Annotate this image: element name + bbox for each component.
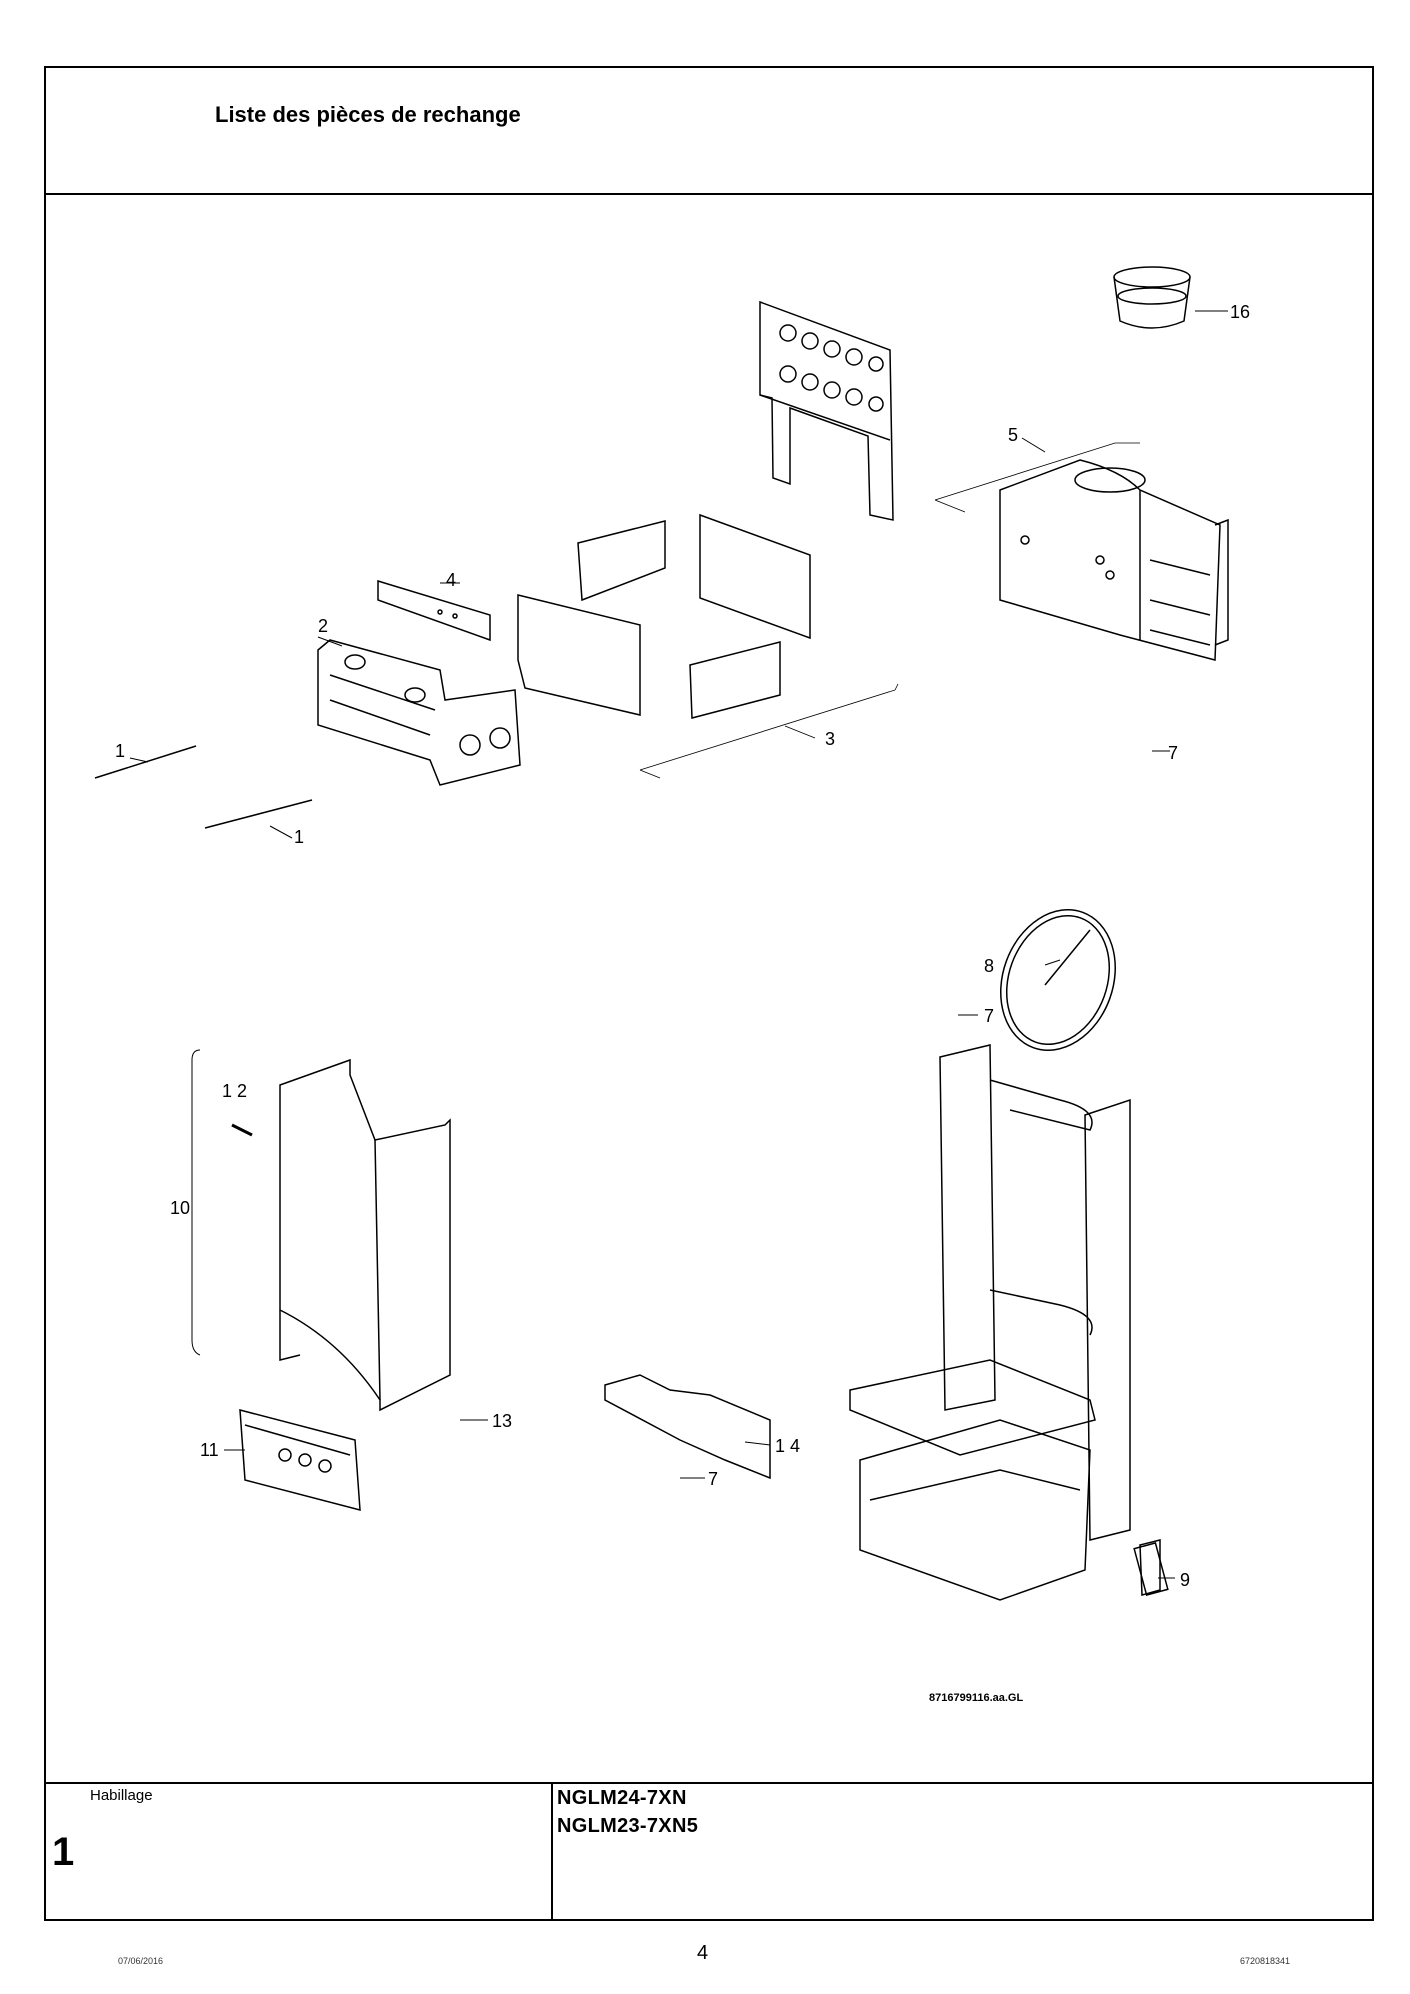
header-divider bbox=[44, 193, 1374, 195]
print-date: 07/06/2016 bbox=[118, 1956, 164, 1966]
part-back-bracket bbox=[759, 300, 894, 521]
drawing-reference: 8716799116.aa.GL bbox=[929, 1692, 1024, 1704]
part-8-expansion-vessel bbox=[1000, 909, 1116, 1051]
callout-8: 8 bbox=[984, 956, 994, 976]
part-chassis-frame bbox=[849, 1044, 1161, 1601]
callout-10: 10 bbox=[170, 1198, 190, 1218]
model-name: NGLM23-7XN5 bbox=[557, 1815, 699, 1837]
part-16-collar bbox=[1113, 266, 1191, 329]
callout-11: 11 bbox=[200, 1440, 219, 1460]
part-2-burner-bracket bbox=[317, 639, 521, 786]
callout-4: 4 bbox=[446, 570, 456, 590]
callout-5: 5 bbox=[1008, 425, 1018, 445]
model-name: NGLM24-7XN bbox=[557, 1787, 687, 1809]
section-number: 1 bbox=[52, 1830, 75, 1874]
part-10-casing bbox=[191, 1049, 451, 1412]
part-5-fan-housing bbox=[999, 459, 1229, 661]
callout-7a: 7 bbox=[1168, 743, 1178, 763]
callout-2: 2 bbox=[318, 616, 328, 636]
callout-13: 13 bbox=[492, 1411, 512, 1431]
section-label: Habillage bbox=[90, 1787, 153, 1804]
page-number: 4 bbox=[697, 1942, 709, 1964]
callout-1a: 1 bbox=[115, 741, 125, 761]
part-14-plate bbox=[604, 1374, 771, 1480]
callout-16: 16 bbox=[1230, 302, 1250, 322]
callout-1b: 1 bbox=[294, 827, 304, 847]
callout-14: 1 4 bbox=[775, 1436, 800, 1456]
part-11-control-panel bbox=[239, 1409, 361, 1511]
callout-3: 3 bbox=[825, 729, 835, 749]
callout-7c: 7 bbox=[708, 1469, 718, 1489]
part-12-pin bbox=[231, 1123, 253, 1137]
callout-7b: 7 bbox=[984, 1006, 994, 1026]
part-3-insulation-panels bbox=[517, 513, 811, 719]
footer-divider bbox=[44, 1782, 1374, 1784]
page-frame bbox=[44, 66, 1374, 1921]
part-9 bbox=[1133, 1542, 1169, 1596]
document-number: 6720818341 bbox=[1240, 1956, 1291, 1966]
part-4-bar bbox=[377, 579, 491, 642]
part-1-rods bbox=[94, 745, 313, 829]
callout-9: 9 bbox=[1180, 1570, 1190, 1590]
page-title: Liste des pièces de rechange bbox=[215, 102, 521, 127]
callout-12: 1 2 bbox=[222, 1081, 247, 1101]
footer-column-divider bbox=[551, 1782, 553, 1921]
